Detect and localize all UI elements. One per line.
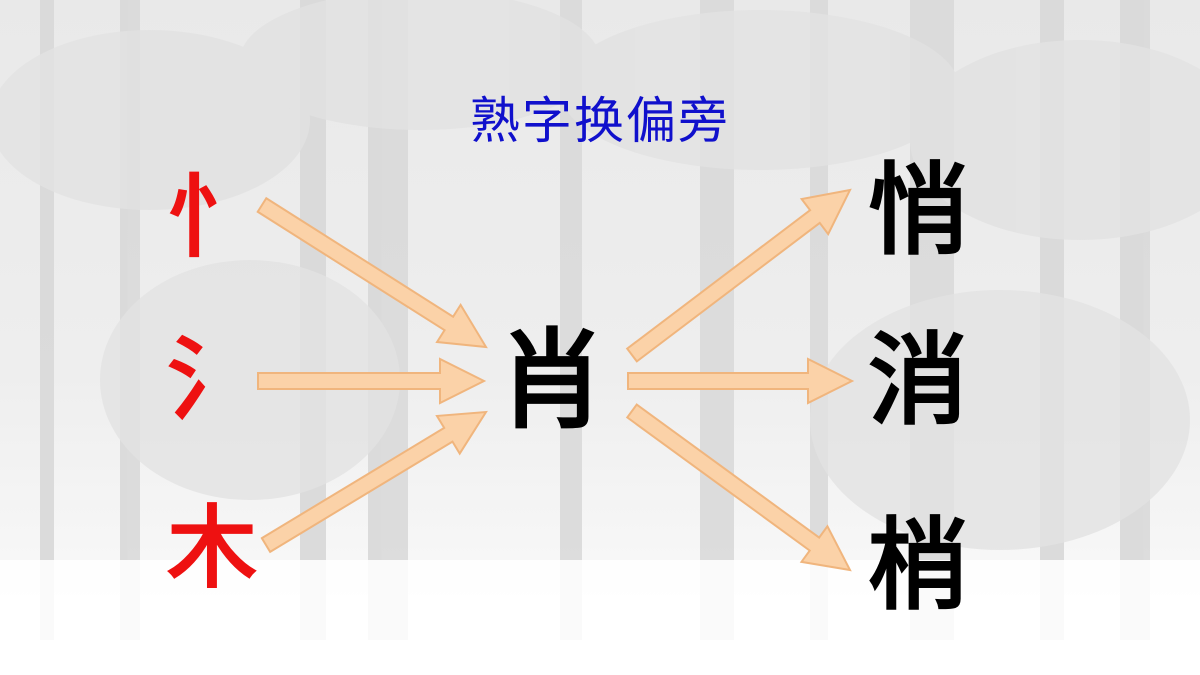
arrow-wood-to-center xyxy=(260,410,488,554)
arrow-center-to-shao xyxy=(625,403,852,572)
arrow-center-to-xiao xyxy=(627,357,855,405)
slide-title: 熟字换偏旁 xyxy=(470,92,730,150)
radical-wood: 木 xyxy=(167,495,257,601)
arrow-heart-to-center xyxy=(256,196,488,349)
center-character: 肖 xyxy=(497,318,606,444)
arrow-center-to-qiao xyxy=(625,188,852,363)
radical-water: 氵 xyxy=(167,326,257,432)
result-qiao: 悄 xyxy=(868,151,968,269)
result-xiao: 消 xyxy=(868,321,968,439)
arrow-water-to-center xyxy=(257,357,487,405)
radical-heart: 忄 xyxy=(167,164,257,270)
result-shao: 梢 xyxy=(868,506,968,624)
